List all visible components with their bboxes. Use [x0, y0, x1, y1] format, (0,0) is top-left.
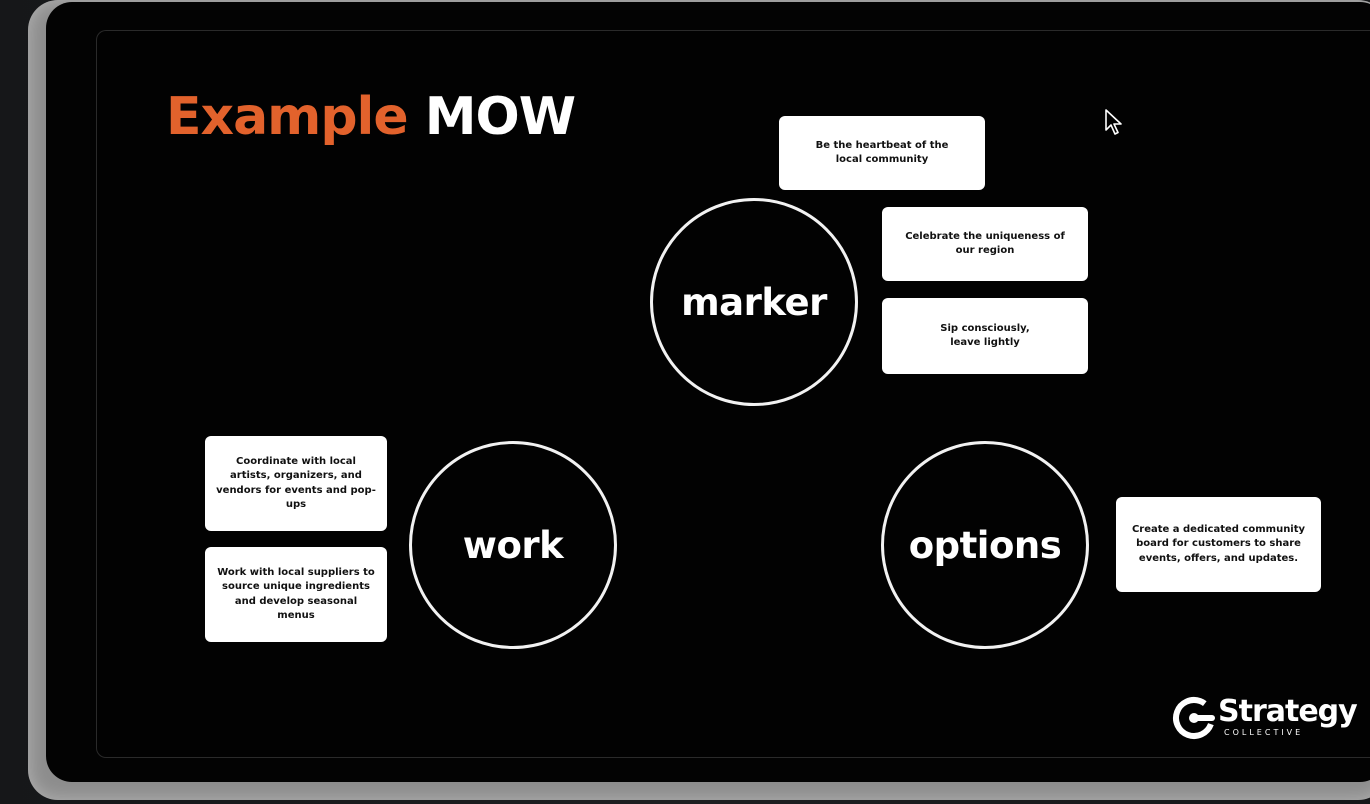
- options-circle-label: options: [908, 523, 1062, 567]
- work-box-suppliers: Work with local suppliers to source uniq…: [205, 547, 387, 642]
- marker-box-sip-consciously: Sip consciously, leave lightly: [882, 298, 1088, 374]
- slide-title-mow: MOW: [424, 87, 576, 147]
- slide-title: Example MOW: [166, 86, 576, 148]
- marker-circle-label: marker: [681, 280, 827, 324]
- marker-box-heartbeat: Be the heartbeat of the local community: [779, 116, 985, 190]
- strategy-collective-logo-icon: [1173, 697, 1215, 739]
- work-circle: work: [409, 441, 617, 649]
- mouse-pointer-icon: [1105, 109, 1122, 135]
- marker-box-uniqueness: Celebrate the uniqueness of our region: [882, 207, 1088, 281]
- options-circle: options: [881, 441, 1089, 649]
- strategy-collective-logo: Strategy COLLECTIVE: [1170, 692, 1360, 744]
- work-circle-label: work: [462, 523, 564, 567]
- strategy-logo-text: Strategy: [1218, 694, 1358, 729]
- options-box-community-board: Create a dedicated community board for c…: [1116, 497, 1321, 592]
- marker-circle: marker: [650, 198, 858, 406]
- collective-logo-subtext: COLLECTIVE: [1224, 728, 1304, 737]
- slide-title-example: Example: [166, 87, 409, 147]
- work-box-coordinate: Coordinate with local artists, organizer…: [205, 436, 387, 531]
